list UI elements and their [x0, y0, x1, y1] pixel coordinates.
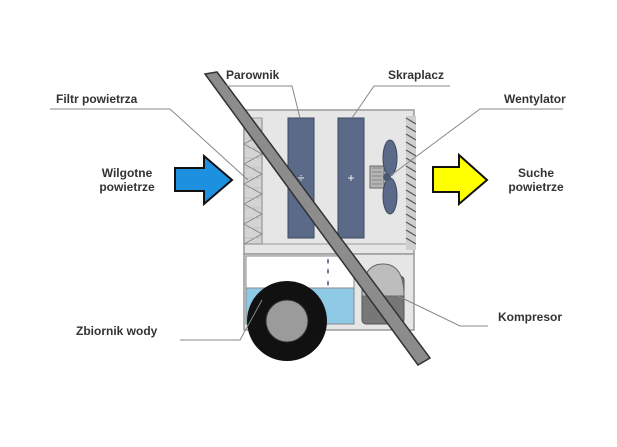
- rear-grille: [405, 116, 417, 250]
- label-compressor: Kompresor: [498, 310, 563, 324]
- wheel: [247, 281, 327, 361]
- label-evaporator: Parownik: [226, 68, 280, 82]
- water-drops-icon: [327, 258, 329, 286]
- condenser-sign: +: [347, 171, 354, 185]
- label-water-tank: Zbiornik wody: [76, 324, 158, 338]
- leader-lines: [50, 85, 563, 341]
- label-condenser: Skraplacz: [388, 68, 445, 82]
- label-dry-air: Suche powietrze: [508, 166, 564, 194]
- evaporator-sign: ÷: [298, 171, 305, 185]
- label-humid-air: Wilgotne powietrze: [99, 166, 155, 194]
- label-air-filter: Filtr powietrza: [56, 92, 138, 106]
- fan-icon: [369, 139, 398, 215]
- condenser-coil: [337, 117, 365, 239]
- diagonal-bar: [203, 71, 432, 366]
- humid-air-arrow-icon: [174, 153, 234, 207]
- label-fan: Wentylator: [504, 92, 566, 106]
- dry-air-arrow-icon: [432, 152, 489, 207]
